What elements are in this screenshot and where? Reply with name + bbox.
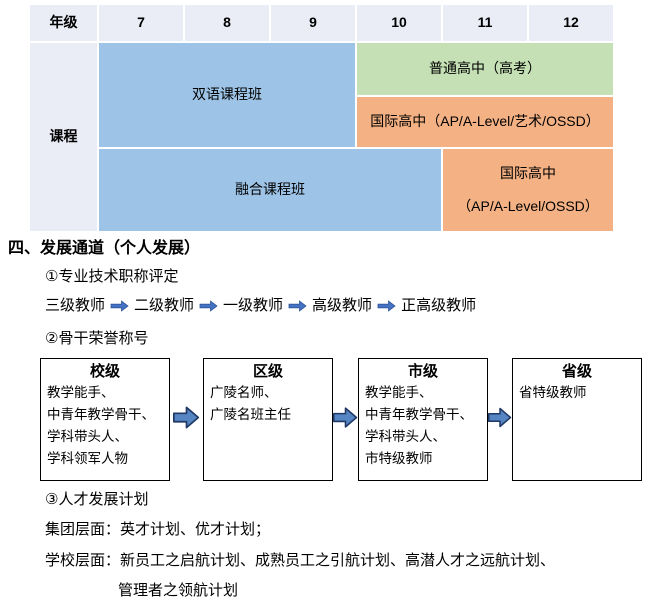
honor-box-title: 市级 bbox=[407, 363, 438, 380]
grade-col-8: 8 bbox=[185, 5, 269, 41]
group-level-plans: 集团层面：英才计划、优才计划； bbox=[45, 521, 271, 538]
school-level-plans-cont: 管理者之领航计划 bbox=[118, 582, 239, 599]
cell-intl-line1: 国际高中 bbox=[500, 164, 556, 181]
grade-col-7: 7 bbox=[99, 5, 183, 41]
honor-box-title: 区级 bbox=[252, 363, 283, 380]
honor-box-line: 广陵名班主任 bbox=[210, 407, 291, 422]
big-right-arrow-icon bbox=[173, 406, 200, 429]
career-step-3: 一级教师 bbox=[223, 297, 284, 314]
honor-box-line: 教学能手、 bbox=[47, 385, 115, 400]
arrow-gap bbox=[170, 404, 203, 431]
school-level-plans: 学校层面：新员工之启航计划、成熟员工之引航计划、高潜人才之远航计划、 bbox=[45, 552, 556, 569]
arrow-gap bbox=[488, 404, 512, 431]
item-talent-development: ③人才发展计划 bbox=[45, 491, 149, 508]
honor-box-province-level: 省级 省特级教师 bbox=[512, 358, 642, 481]
cell-bilingual-course-class: 双语课程班 bbox=[99, 43, 355, 147]
course-row-label: 课程 bbox=[30, 43, 97, 231]
big-right-arrow-icon bbox=[488, 407, 512, 428]
honor-box-line: 省特级教师 bbox=[519, 385, 587, 400]
cell-intl-high-school: 国际高中 （AP/A-Level/OSSD） bbox=[443, 149, 613, 231]
big-right-arrow-icon bbox=[333, 407, 358, 428]
honor-box-line: 学科领军人物 bbox=[47, 451, 128, 466]
honor-box-title: 校级 bbox=[89, 363, 120, 380]
grade-col-10: 10 bbox=[357, 5, 441, 41]
section-heading: 四、发展通道（个人发展） bbox=[8, 240, 201, 257]
right-arrow-icon bbox=[199, 300, 218, 312]
honor-box-line: 教学能手、 bbox=[365, 385, 433, 400]
grade-row-label: 年级 bbox=[30, 5, 97, 41]
honor-box-line: 广陵名师、 bbox=[210, 385, 278, 400]
honor-levels-flow: 校级 教学能手、 中青年教学骨干、 学科带头人、 学科领军人物 区级 广陵名师、… bbox=[40, 358, 642, 481]
cell-fusion-course-class: 融合课程班 bbox=[99, 149, 441, 231]
career-step-1: 三级教师 bbox=[45, 297, 106, 314]
item-backbone-honors: ②骨干荣誉称号 bbox=[45, 330, 149, 347]
grade-col-9: 9 bbox=[271, 5, 355, 41]
career-progression: 三级教师 二级教师 一级教师 高级教师 正高级教师 bbox=[45, 296, 476, 316]
grade-col-11: 11 bbox=[443, 5, 527, 41]
cell-regular-high-school: 普通高中（高考） bbox=[357, 43, 613, 95]
career-step-4: 高级教师 bbox=[312, 297, 373, 314]
career-step-5: 正高级教师 bbox=[401, 297, 477, 314]
honor-box-district-level: 区级 广陵名师、 广陵名班主任 bbox=[203, 358, 333, 481]
right-arrow-icon bbox=[288, 300, 307, 312]
arrow-gap bbox=[333, 404, 358, 431]
honor-box-line: 学科带头人、 bbox=[365, 429, 446, 444]
career-step-2: 二级教师 bbox=[134, 297, 195, 314]
honor-box-school-level: 校级 教学能手、 中青年教学骨干、 学科带头人、 学科领军人物 bbox=[40, 358, 170, 481]
course-grade-table: 年级 7 8 9 10 11 12 课程 双语课程班 普通高中（高考） 国际高中… bbox=[30, 5, 613, 231]
item-professional-title: ①专业技术职称评定 bbox=[45, 268, 179, 285]
honor-box-city-level: 市级 教学能手、 中青年教学骨干、 学科带头人、 市特级教师 bbox=[358, 358, 488, 481]
honor-box-line: 市特级教师 bbox=[365, 451, 433, 466]
honor-box-line: 学科带头人、 bbox=[47, 429, 128, 444]
honor-box-line: 中青年教学骨干、 bbox=[47, 407, 155, 422]
right-arrow-icon bbox=[110, 300, 129, 312]
cell-intl-line2: （AP/A-Level/OSSD） bbox=[457, 197, 599, 214]
cell-intl-high-school-art: 国际高中（AP/A-Level/艺术/OSSD） bbox=[357, 97, 613, 147]
honor-box-line: 中青年教学骨干、 bbox=[365, 407, 473, 422]
honor-box-title: 省级 bbox=[561, 363, 592, 380]
grade-col-12: 12 bbox=[529, 5, 613, 41]
right-arrow-icon bbox=[377, 300, 396, 312]
